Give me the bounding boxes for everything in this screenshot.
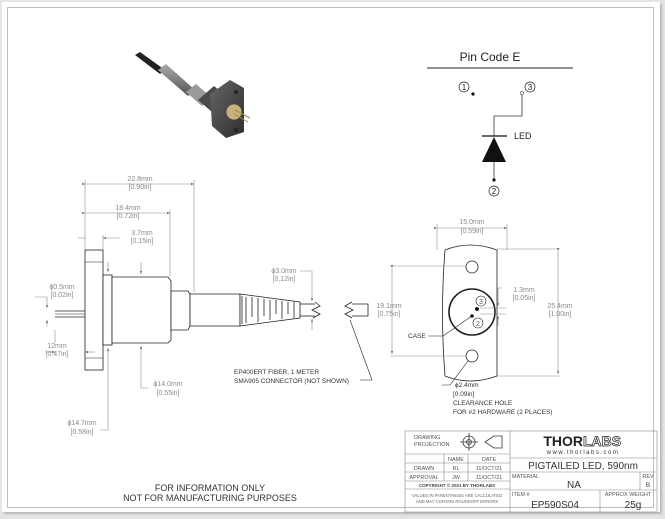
rev-label: REV (642, 474, 654, 480)
side-view-dimensions (35, 180, 373, 431)
pin-3-dot (520, 91, 524, 95)
col-name-header: NAME (448, 457, 464, 463)
drawn-role: DRAWN (414, 466, 435, 472)
front-view (442, 244, 498, 382)
dim-pin-length-in: [0.47in] (46, 351, 69, 358)
dim-body-diameter-in: [0.55in] (157, 390, 180, 397)
dim-hole-spacing-mm: 19.1mm (376, 303, 401, 310)
pin-2-dot (492, 178, 496, 182)
logo-thor: THOR (543, 433, 583, 449)
weight-label: APPROX WEIGHT (605, 492, 652, 498)
manufacturing-notice: FOR INFORMATION ONLY NOT FOR MANUFACTURI… (95, 483, 325, 503)
led-diode-symbol (482, 137, 506, 162)
dim-width-in: [0.59in] (461, 228, 484, 235)
boot (189, 293, 241, 327)
dim-width-mm: 15.0mm (459, 219, 484, 226)
logo-labs: LABS (583, 433, 621, 449)
case-label: CASE (408, 333, 426, 340)
drawn-name: RL (452, 466, 459, 472)
front-pin-2-label: 2 (476, 321, 480, 328)
front-pin-dot-a (474, 306, 479, 311)
projection-label-1: DRAWING (414, 435, 440, 441)
material-label: MATERIAL (512, 474, 539, 480)
logo-website: www.thorlabs.com (546, 450, 620, 456)
led-wire-top (493, 95, 523, 136)
hole-note-line1: CLEARANCE HOLE (453, 400, 513, 407)
dim-flange-diameter-mm: ϕ14.7mm (67, 420, 96, 427)
mounting-hole-top (465, 260, 479, 274)
item-label: ITEM # (512, 492, 531, 498)
mounting-hole-bottom (465, 349, 479, 363)
dim-pin-diameter-mm: ϕ0.5mm (49, 284, 74, 291)
body (111, 276, 172, 344)
approval-role: APPROVAL (409, 475, 438, 481)
approval-name: JW (452, 475, 461, 481)
body-step (170, 290, 191, 331)
dim-overall-length-mm: 22.8mm (127, 176, 152, 183)
weight-value: 25g (625, 500, 642, 511)
pin-1-label: 1 (462, 83, 467, 92)
dim-height-in: [1.00in] (549, 311, 572, 318)
collar (102, 274, 113, 346)
material-value: NA (567, 480, 581, 491)
col-date-header: DATE (482, 457, 497, 463)
thorlabs-logo: THOR LABS www.thorlabs.com (543, 433, 621, 456)
dim-pin-offset-mm: 1.3mm (513, 287, 535, 294)
pin-3-label: 3 (528, 83, 533, 92)
dim-fiber-diameter-in: [0.12in] (273, 276, 296, 283)
pin-code-title: Pin Code E (460, 50, 521, 64)
front-body-circle (448, 288, 496, 336)
led-label: LED (514, 131, 532, 141)
side-view-dim-labels: 22.8mm [0.90in] 18.4mm [0.72in] 3.7mm [0… (46, 176, 349, 436)
side-view (55, 249, 369, 371)
product-render (135, 52, 251, 138)
front-view-dimensions (390, 224, 560, 386)
title-block: DRAWING PROJECTION NAME DATE DRAWN RL 11… (404, 430, 658, 513)
notice-line1: FOR INFORMATION ONLY (154, 483, 266, 493)
front-view-dim-labels: 15.0mm [0.59in] 19.1mm [0.75in] 25.4mm [… (376, 219, 572, 416)
front-view-pin-labels: 3 2 (476, 299, 483, 328)
drawn-date: 11/OCT/21 (476, 466, 503, 472)
notice-line2: NOT FOR MANUFACTURING PURPOSES (123, 493, 297, 503)
dim-pin-length-mm: 12mm (47, 343, 67, 350)
approval-date: 11/OCT/21 (476, 475, 503, 481)
dim-flange-offset-mm: 3.7mm (131, 230, 153, 237)
pin-code-diagram: Pin Code E 1 3 LED 2 (427, 50, 573, 197)
item-value: EP590S04 (531, 500, 579, 511)
front-pin-3-circle (475, 295, 487, 307)
front-pin-3-label: 3 (479, 299, 483, 306)
dim-hole-spacing-in: [0.75in] (378, 311, 401, 318)
drawing-frame (7, 7, 654, 508)
dim-flange-diameter-in: [0.58in] (71, 429, 94, 436)
dim-body-diameter-mm: ϕ14.0mm (153, 381, 182, 388)
part-description: PIGTAILED LED, 590nm (528, 461, 638, 472)
dim-flange-offset-in: [0.15in] (131, 238, 154, 245)
dim-fiber-diameter-mm: ϕ3.0mm (271, 268, 296, 275)
pin-1-dot (471, 92, 475, 96)
dim-body-length-mm: 18.4mm (115, 205, 140, 212)
fiber-note-line1: EP400ERT FIBER, 1 METER (234, 369, 319, 376)
dim-height-mm: 25.4mm (547, 303, 572, 310)
front-pin-2-circle (472, 317, 484, 329)
hole-note-line2: FOR #2 HARDWARE (2 PLACES) (453, 409, 552, 416)
copyright-text: COPYRIGHT © 2021 BY THORLABS (419, 482, 495, 488)
fiber-note-line2: SMA905 CONNECTOR (NOT SHOWN) (234, 378, 349, 385)
drawing-sheet (2, 2, 660, 512)
disclaimer-line1: VALUES IN PARENTHESIS ARE CALCULATED (412, 493, 502, 498)
rev-value: B (646, 482, 650, 489)
pin-1-circle (458, 81, 470, 93)
pin-2-label: 2 (492, 187, 497, 196)
dim-pin-offset-in: [0.05in] (513, 295, 536, 302)
disclaimer-line2: AND MAY CONTAIN ROUNDOFF ERRORS (416, 499, 499, 504)
pin-3-circle (524, 81, 536, 93)
dim-pin-diameter-in: [0.02in] (51, 292, 74, 299)
dim-hole-diameter-in: [0.09in] (453, 391, 475, 398)
projection-symbol-icon (460, 433, 503, 451)
pin-2-circle (488, 185, 500, 197)
dim-overall-length-in: [0.90in] (129, 184, 152, 191)
dim-hole-diameter-mm: ϕ2.4mm (455, 382, 479, 389)
projection-label-2: PROJECTION (414, 442, 449, 448)
dim-body-length-in: [0.72in] (117, 213, 140, 220)
